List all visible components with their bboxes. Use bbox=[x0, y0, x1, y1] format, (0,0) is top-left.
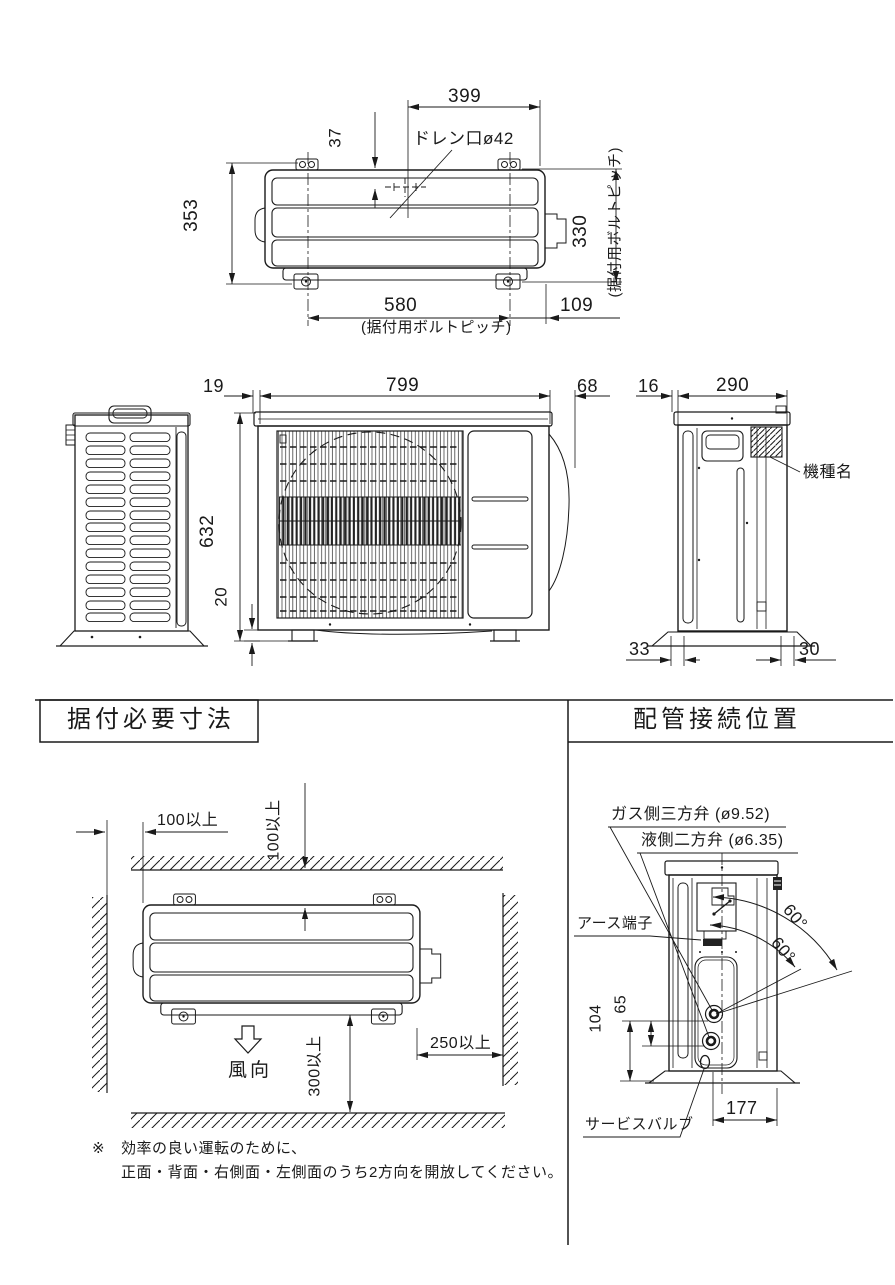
liquid-valve-label: 液側二方弁 (ø6.35) bbox=[641, 832, 784, 849]
dim-top-depth-353: 353 bbox=[181, 198, 203, 232]
clearance-left-label: 100以上 bbox=[157, 812, 219, 829]
dim-side-16: 16 bbox=[638, 376, 660, 396]
clearance-top-label: 100以上 bbox=[265, 799, 283, 861]
service-valve-label: サービスバルブ bbox=[585, 1116, 694, 1133]
front-view-drawing bbox=[224, 390, 610, 666]
earth-terminal-label: アース端子 bbox=[577, 915, 653, 932]
piping-section-title: 配管接続位置 bbox=[633, 706, 801, 733]
dim-front-68: 68 bbox=[577, 376, 599, 396]
dim-pipe-177: 177 bbox=[726, 1098, 758, 1118]
installation-clearance-drawing bbox=[76, 783, 518, 1128]
dim-side-33: 33 bbox=[629, 639, 651, 659]
dim-front-foot-20: 20 bbox=[211, 586, 231, 607]
dim-front-19: 19 bbox=[203, 376, 225, 396]
dim-front-height-632: 632 bbox=[197, 514, 219, 548]
clearance-bottom-label: 300以上 bbox=[306, 1035, 324, 1097]
dim-top-bolt-pitch-330: 330 bbox=[570, 214, 592, 248]
dim-front-width-799: 799 bbox=[386, 375, 420, 396]
note-line2: 正面・背面・右側面・左側面のうち2方向を開放してください。 bbox=[121, 1164, 563, 1181]
dim-pipe-65: 65 bbox=[612, 994, 630, 1014]
dim-top-offset-109: 109 bbox=[560, 295, 594, 316]
note-line1: 効率の良い運転のために、 bbox=[121, 1140, 307, 1157]
rear-view-drawing bbox=[56, 405, 208, 647]
dim-side-30: 30 bbox=[799, 639, 821, 659]
gas-valve-label: ガス側三方弁 (ø9.52) bbox=[611, 806, 771, 823]
note-mark: ※ bbox=[92, 1140, 106, 1157]
drain-port-label: ドレン口ø42 bbox=[413, 129, 514, 148]
dim-pipe-104: 104 bbox=[587, 1004, 605, 1033]
piping-connection-drawing bbox=[574, 826, 853, 1138]
top-view-drawing bbox=[226, 100, 622, 326]
model-name-label: 機種名 bbox=[803, 464, 853, 481]
bolt-pitch-note-right: (据付用ボルトピッチ) bbox=[606, 147, 624, 298]
dim-side-depth-290: 290 bbox=[716, 375, 750, 396]
dim-top-bolt-pitch-580: 580 bbox=[384, 295, 418, 316]
clearance-right-label: 250以上 bbox=[430, 1035, 492, 1052]
dim-top-drain-offset-37: 37 bbox=[325, 127, 345, 148]
section-frames bbox=[35, 699, 893, 1245]
installation-section-title: 据付必要寸法 bbox=[67, 706, 235, 733]
side-view-drawing bbox=[626, 390, 836, 666]
bolt-pitch-note-bottom: (据付用ボルトピッチ) bbox=[361, 319, 512, 336]
airflow-direction-label: 風向 bbox=[228, 1060, 273, 1081]
dim-top-width-399: 399 bbox=[448, 86, 482, 107]
